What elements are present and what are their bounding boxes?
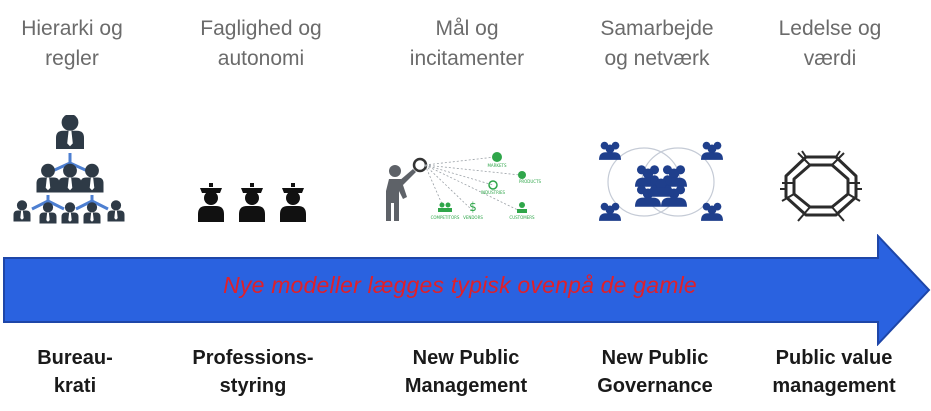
arrow-caption: Nye modeller lægges typisk ovenpå de gam… (223, 272, 697, 298)
timeline-arrow (3, 234, 931, 346)
model-label-line2: krati (53, 375, 97, 397)
top-label-line1: Samarbejde (600, 17, 714, 40)
model-label-line2: styring (219, 375, 287, 397)
model-new-public-management: New Public Management (381, 344, 551, 400)
top-label-leadership: Ledelse og værdi (755, 14, 905, 74)
model-label-line1: Bureau- (37, 347, 113, 369)
model-label-line2: management (772, 375, 896, 397)
customers-label: CUSTOMERS (509, 215, 535, 220)
analyst-icon: $ MARKETS PRODUCTS INDUSTRIES COMPETITOR… (386, 152, 542, 221)
network-icon (599, 141, 723, 221)
svg-text:$: $ (469, 200, 477, 214)
markets-label: MARKETS (487, 163, 507, 168)
top-label-goals: Mål og incitamenter (392, 14, 542, 74)
industries-label: INDUSTRIES (481, 190, 506, 195)
interlocked-hands-icon (780, 150, 862, 222)
top-label-line1: Mål og (435, 17, 499, 40)
top-label-line1: Ledelse og (778, 17, 882, 40)
model-label-line1: Professions- (192, 347, 314, 369)
top-label-line2: incitamenter (409, 47, 525, 70)
model-label-line1: New Public (601, 347, 709, 369)
model-label-line1: New Public (412, 347, 520, 369)
top-label-professionalism: Faglighed og autonomi (186, 14, 336, 74)
model-bureaucracy: Bureau- krati (0, 344, 160, 400)
model-professional-governance: Professions- styring (168, 344, 338, 400)
competitors-label: COMPETITORS (431, 215, 460, 220)
top-label-line2: og netværk (604, 47, 710, 70)
top-label-hierarchy: Hierarki og regler (0, 14, 147, 74)
top-label-line2: værdi (803, 47, 857, 70)
top-label-line1: Hierarki og (21, 17, 123, 40)
top-label-line2: regler (45, 47, 99, 70)
model-public-value-management: Public value management (749, 344, 919, 400)
model-new-public-governance: New Public Governance (570, 344, 740, 400)
model-label-line2: Management (404, 375, 528, 397)
products-label: PRODUCTS (519, 179, 542, 184)
hierarchy-icon (13, 115, 125, 224)
top-label-line1: Faglighed og (200, 17, 322, 40)
model-label-line2: Governance (597, 375, 713, 397)
top-label-line2: autonomi (217, 47, 305, 70)
professionals-icon (198, 183, 306, 222)
model-label-line1: Public value (775, 347, 893, 369)
top-label-collaboration: Samarbejde og netværk (582, 14, 732, 74)
vendors-label: VENDORS (463, 215, 483, 220)
